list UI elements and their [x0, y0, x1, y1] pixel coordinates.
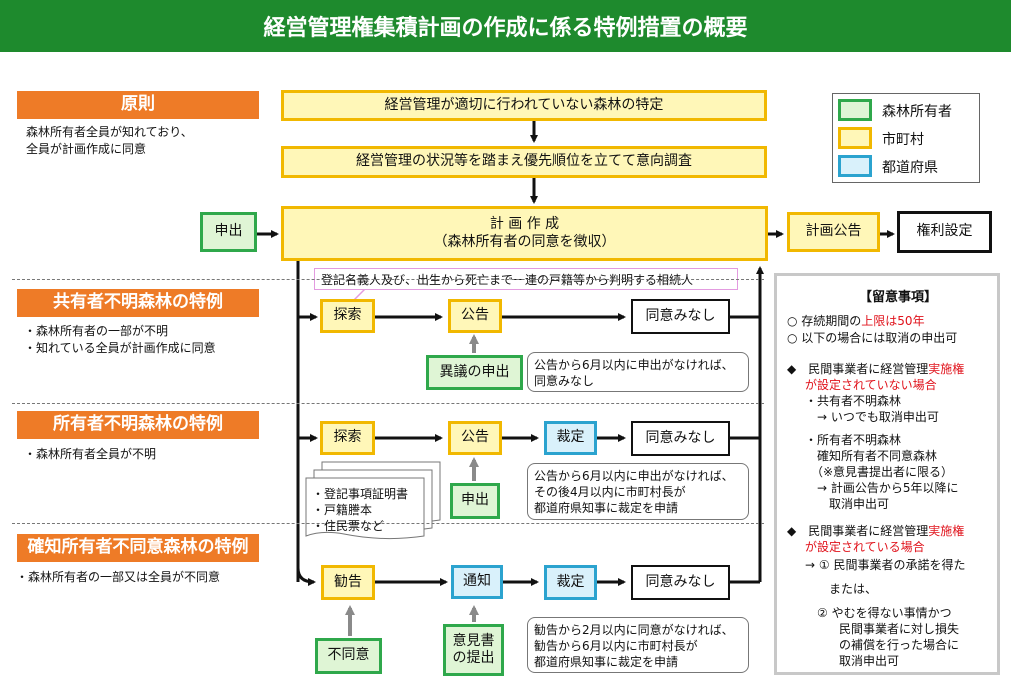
notes-line-1: ○ 存続期間の上限は50年	[787, 314, 925, 330]
section3-heading: 確知所有者不同意森林の特例	[17, 534, 259, 562]
section2-doc-1: ・登記事項証明書	[312, 487, 409, 501]
section3-note-1: 勧告から2月以内に同意がなければ、	[534, 623, 734, 637]
principle-desc-2: 全員が計画作成に同意	[26, 142, 147, 156]
section3-opinion-2: の提出	[452, 650, 495, 666]
section1-notice: 公告	[448, 299, 502, 333]
section2-note: 公告から6月以内に申出がなければ、 その後4月以内に市町村長が 都道府県知事に裁…	[527, 463, 749, 520]
notes-b2-red2: が設定されている場合	[805, 540, 925, 554]
rights-setting-box: 権利設定	[897, 211, 992, 253]
section3-note-2: 勧告から6月以内に市町村長が	[534, 639, 698, 654]
legend-swatch-yellow	[838, 127, 872, 149]
notes-b2-b: または、	[829, 582, 878, 596]
legend-frame	[832, 93, 980, 183]
notes-line-1-red: 上限は50年	[861, 314, 925, 328]
page-title: 経営管理権集積計画の作成に係る特例措置の概要	[0, 0, 1011, 52]
request-box: 申出	[200, 212, 257, 252]
section1-search: 探索	[320, 299, 375, 333]
step-intention-survey: 経営管理の状況等を踏まえ優先順位を立てて意向調査	[281, 146, 767, 178]
section1-note: 公告から6月以内に申出がなければ、 同意みなし	[527, 352, 749, 392]
section1-desc-2: ・知れている全員が計画作成に同意	[24, 341, 216, 355]
section2-desc-1: ・森林所有者全員が不明	[24, 447, 157, 461]
notes-b2-c: ② やむを得ない事情かつ	[817, 606, 952, 620]
divider-2	[12, 403, 764, 404]
section3-note: 勧告から2月以内に同意がなければ、 勧告から6月以内に市町村長が 都道府県知事に…	[527, 617, 749, 673]
plan-creation-box: 計 画 作 成 （森林所有者の同意を徴収）	[281, 206, 768, 261]
section2-heading: 所有者不明森林の特例	[17, 411, 259, 439]
notes-b1-red2: が設定されていない場合	[805, 378, 937, 392]
section2-doc-2: ・戸籍謄本	[312, 503, 373, 517]
section1-heading: 共有者不明森林の特例	[17, 289, 259, 317]
notes-title: 【留意事項】	[859, 290, 938, 305]
notes-b1-a: ・共有者不明森林	[805, 394, 902, 408]
notes-b1-g: 取消申出可	[805, 497, 890, 511]
section2-search: 探索	[320, 421, 375, 455]
notes-line-1-pre: ○ 存続期間の	[787, 314, 862, 328]
step-identify-forest: 経営管理が適切に行われていない森林の特定	[281, 90, 767, 121]
section3-ruling: 裁定	[544, 565, 597, 600]
notes-b1-head: ◆ 民間事業者に経営管理実施権	[787, 362, 964, 378]
section1-desc-1: ・森林所有者の一部が不明	[24, 324, 169, 338]
divider-1	[12, 279, 764, 280]
section2-notice: 公告	[448, 421, 502, 455]
notes-b2-f: 取消申出可	[839, 654, 900, 668]
section3-opinion-1: 意見書	[452, 632, 495, 649]
section3-opinion: 意見書 の提出	[443, 624, 504, 676]
notes-b1-f: → 計画公告から5年以降に	[805, 481, 959, 495]
notes-b1-pre: ◆ 民間事業者に経営管理	[787, 362, 929, 376]
notes-b2-e: の補償を行った場合に	[839, 638, 960, 652]
section3-notify: 通知	[451, 565, 503, 599]
legend-label-municipality: 市町村	[882, 132, 924, 148]
public-notice-box: 計画公告	[787, 212, 880, 252]
notes-b1-c: ・所有者不明森林	[805, 433, 902, 447]
notes-line-2: ○ 以下の場合には取消の申出可	[787, 331, 958, 345]
section1-note-1: 公告から6月以内に申出がなければ、	[534, 358, 734, 372]
principle-desc-1: 森林所有者全員が知れており、	[26, 125, 193, 139]
legend-swatch-blue	[838, 155, 872, 177]
section2-doc-3: ・住民票など	[312, 519, 385, 533]
section3-note-3: 都道府県知事に裁定を申請	[534, 655, 679, 670]
notes-b1-b: → いつでも取消申出可	[805, 410, 939, 424]
section2-note-3: 都道府県知事に裁定を申請	[534, 501, 679, 516]
notes-b2-red1: 実施権	[928, 524, 965, 538]
section1-note-2: 同意みなし	[534, 374, 595, 389]
plan-title: 計 画 作 成	[489, 216, 560, 232]
legend-label-owner: 森林所有者	[882, 104, 952, 120]
section3-desc-1: ・森林所有者の一部又は全員が不同意	[16, 570, 221, 584]
section2-note-2: その後4月以内に市町村長が	[534, 485, 686, 500]
legend-swatch-green	[838, 99, 872, 121]
section3-advice: 勧告	[321, 565, 375, 600]
section2-note-1: 公告から6月以内に申出がなければ、	[534, 469, 734, 483]
notes-b2-pre: ◆ 民間事業者に経営管理	[787, 524, 929, 538]
principle-heading: 原則	[17, 91, 259, 119]
section3-disagree: 不同意	[315, 638, 382, 674]
notes-b1-red1: 実施権	[928, 362, 965, 376]
notes-b2-d: 民間事業者に対し損失	[839, 622, 960, 636]
notes-b1-d: 確知所有者不同意森林	[805, 449, 938, 463]
section2-deemed-consent: 同意みなし	[631, 421, 730, 456]
notes-b2-a: → ① 民間事業者の承諾を得た	[805, 558, 966, 572]
notes-b1-e: （※意見書提出者に限る）	[805, 465, 954, 479]
section3-deemed-consent: 同意みなし	[631, 565, 730, 600]
section2-request: 申出	[450, 483, 500, 519]
notes-b2-head: ◆ 民間事業者に経営管理実施権	[787, 524, 964, 540]
plan-subtitle: （森林所有者の同意を徴収）	[433, 233, 616, 250]
section1-deemed-consent: 同意みなし	[631, 299, 730, 334]
section2-ruling: 裁定	[544, 421, 597, 455]
notes-panel: 【留意事項】 ○ 存続期間の上限は50年 ○ 以下の場合には取消の申出可 ◆ 民…	[774, 273, 1000, 675]
divider-3	[12, 523, 764, 524]
section1-objection: 異議の申出	[426, 355, 523, 390]
legend-label-prefecture: 都道府県	[882, 160, 938, 176]
